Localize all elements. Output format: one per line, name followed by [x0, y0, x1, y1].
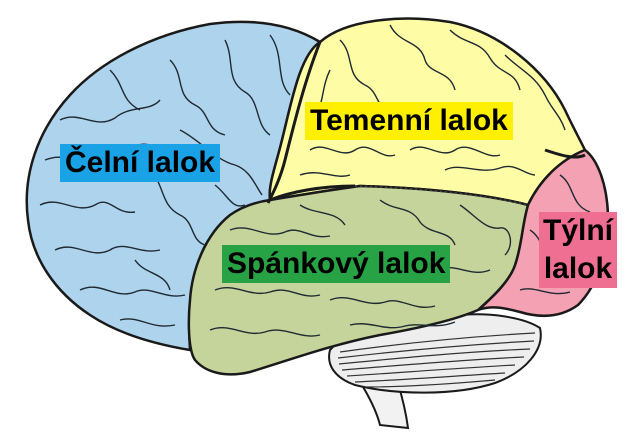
frontal-lobe-label: Čelní lalok [60, 144, 220, 182]
temporal-lobe-label: Spánkový lalok [222, 245, 450, 283]
occipital-label-line2: lalok [543, 250, 613, 288]
parietal-lobe-label: Temenní lalok [305, 102, 513, 140]
occipital-lobe-label: Týlní lalok [539, 212, 617, 288]
occipital-label-line1: Týlní [543, 212, 613, 250]
